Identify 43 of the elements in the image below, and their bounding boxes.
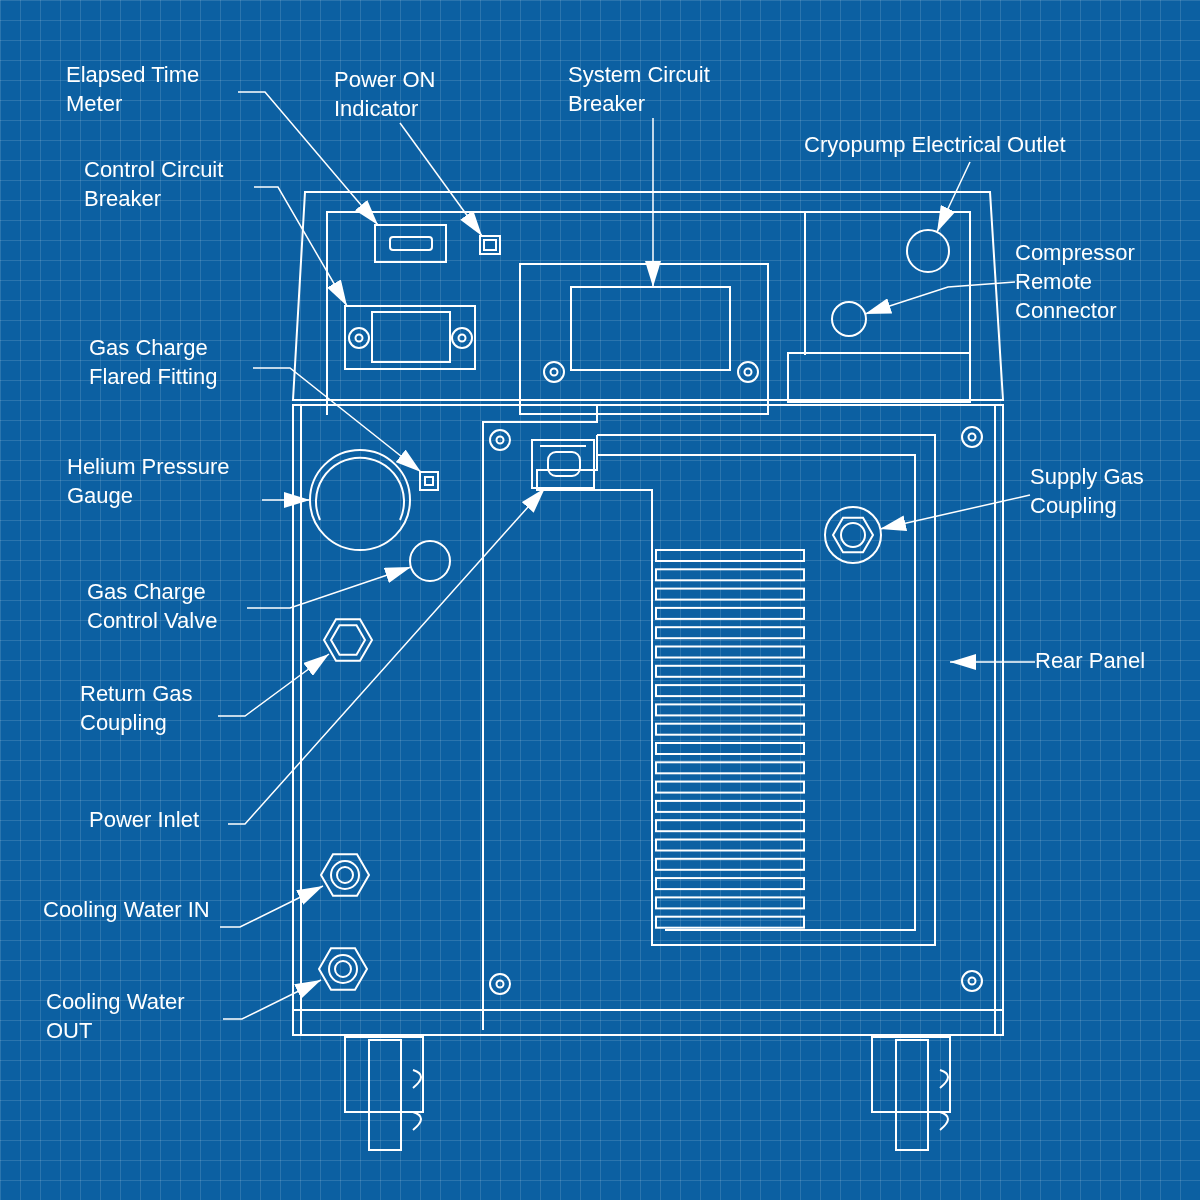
callout-label: Helium Pressure Gauge: [67, 452, 262, 510]
leader-line: [246, 564, 412, 609]
callout-label: Return Gas Coupling: [80, 679, 218, 737]
flared-fitting: [419, 471, 439, 491]
connector-socket: [831, 301, 867, 337]
leader-line: [222, 979, 322, 1020]
power-inlet: [531, 439, 595, 489]
water-fitting: [317, 947, 369, 991]
callout-label: Cooling Water IN: [43, 895, 220, 924]
callout-label: Rear Panel: [1035, 646, 1175, 675]
leader-line: [879, 494, 1031, 534]
water-fitting: [319, 853, 371, 897]
leader-line: [949, 654, 1036, 670]
leader-line: [219, 885, 324, 928]
callout-label: Cryopump Electrical Outlet: [804, 130, 1104, 159]
control-valve: [409, 540, 451, 582]
callout-label: Gas Charge Flared Fitting: [89, 333, 253, 391]
meter-display: [374, 224, 447, 263]
pressure-gauge: [309, 449, 411, 551]
callout-label: Gas Charge Control Valve: [87, 577, 247, 635]
leader-line: [936, 161, 971, 233]
leader-line: [645, 117, 661, 288]
leader-line: [252, 367, 422, 473]
breaker-plate: [344, 305, 476, 370]
leader-line: [253, 186, 348, 307]
indicator-light: [479, 235, 501, 255]
callout-label: Compressor Remote Connector: [1015, 238, 1165, 325]
gas-coupling: [824, 506, 882, 564]
callout-label: Elapsed Time Meter: [66, 60, 238, 118]
breaker-window: [570, 286, 731, 371]
leader-line: [864, 281, 1016, 317]
gas-coupling: [322, 618, 374, 662]
outlet-socket: [906, 229, 950, 273]
callout-label: Cooling Water OUT: [46, 987, 223, 1045]
leader-line: [217, 653, 330, 717]
callout-label: Supply Gas Coupling: [1030, 462, 1170, 520]
callout-label: Control Circuit Breaker: [84, 155, 254, 213]
leader-line: [237, 91, 379, 226]
callout-label: Power ON Indicator: [334, 65, 454, 123]
leader-line: [399, 122, 483, 237]
callout-label: Power Inlet: [89, 805, 228, 834]
leader-line: [261, 492, 311, 508]
callout-label: System Circuit Breaker: [568, 60, 733, 118]
